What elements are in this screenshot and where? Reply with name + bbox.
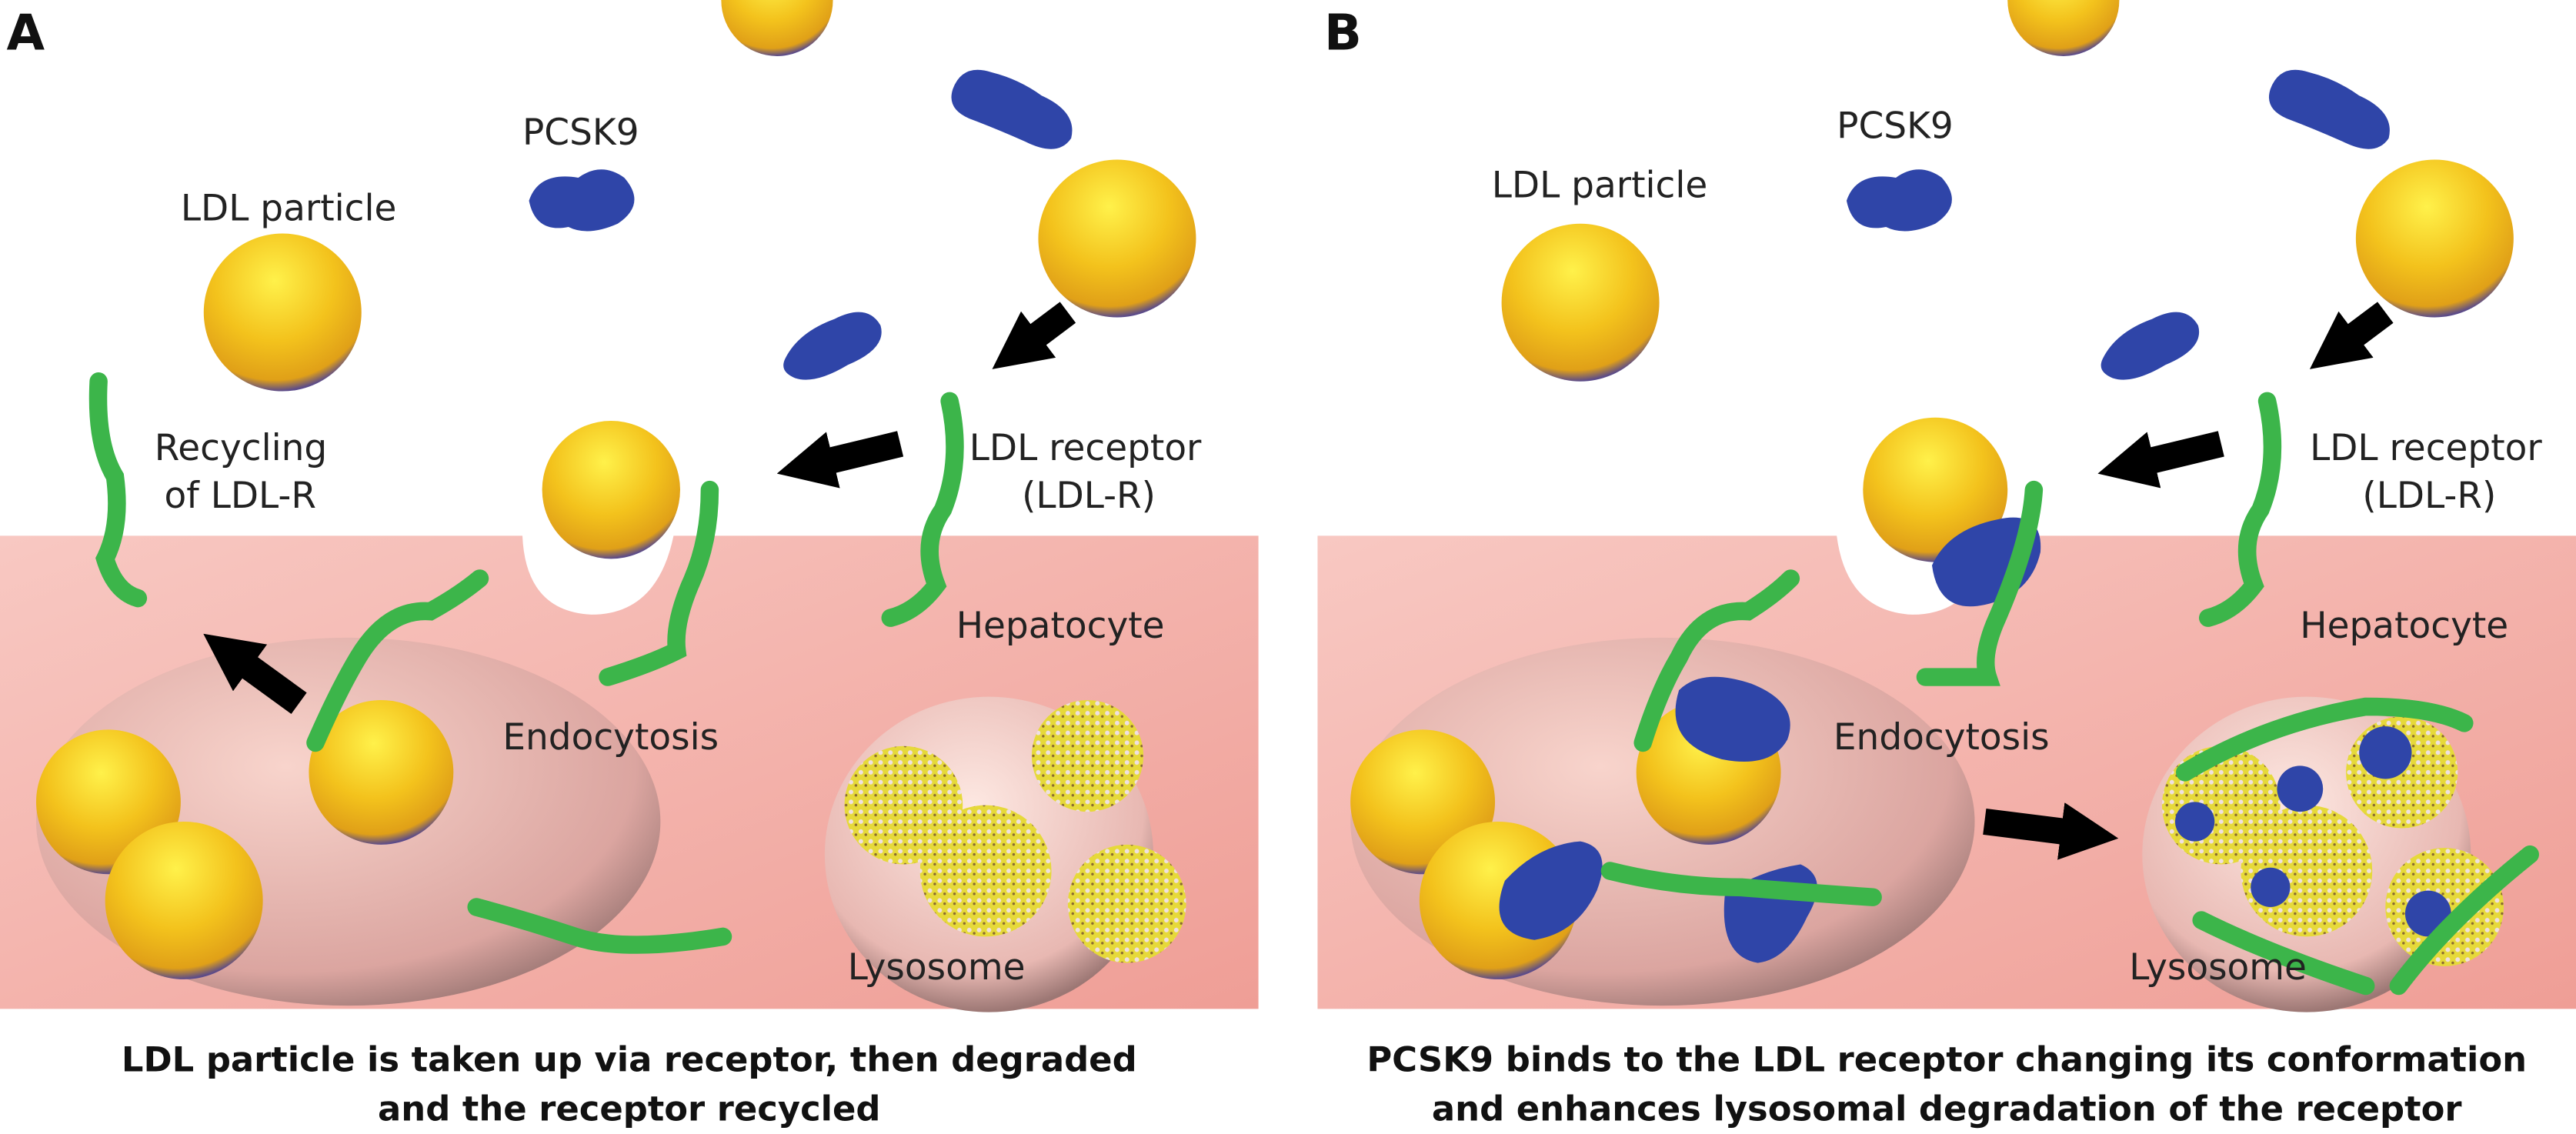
pcsk9-protein — [1499, 841, 1603, 940]
ldl-particle — [203, 233, 362, 392]
label-ldl-receptor: LDL receptor — [969, 427, 1202, 469]
arrows — [203, 302, 1076, 715]
label-recycling: Recycling — [155, 427, 328, 469]
ldl-receptor — [881, 392, 964, 627]
arrow — [776, 431, 904, 489]
arrow — [2309, 302, 2394, 369]
panel-letter: B — [1324, 5, 1362, 62]
ldl-particle — [2007, 0, 2120, 56]
ldl-receptor — [2176, 697, 2474, 782]
ldl-receptor — [599, 480, 719, 686]
pcsk9-protein — [2268, 69, 2390, 149]
ldl-particle — [542, 420, 680, 559]
ldl-receptors — [1600, 392, 2539, 996]
ldl-particle — [1501, 223, 1660, 382]
label-lysosome: Lysosome — [2129, 946, 2307, 989]
label-pcsk9: PCSK9 — [1837, 105, 1954, 148]
label-lysosome: Lysosome — [848, 946, 1026, 989]
arrows — [1983, 302, 2394, 860]
label-hepatocyte: Hepatocyte — [956, 605, 1165, 647]
label-ldl-particle: LDL particle — [1492, 165, 1708, 207]
ldl-receptor — [2198, 392, 2282, 627]
pcsk9-protein — [951, 69, 1073, 149]
ldl-particle — [2355, 159, 2514, 318]
degraded-ldl-particle — [1067, 844, 1186, 963]
pcsk9-protein — [1846, 169, 1952, 232]
label-hepatocyte: Hepatocyte — [2300, 605, 2508, 647]
label-recycling-2: of LDL-R — [165, 475, 316, 517]
ldl-receptor — [1600, 862, 1882, 906]
caption-line: and the receptor recycled — [378, 1089, 880, 1129]
label-endocytosis: Endocytosis — [1834, 716, 2050, 759]
label-ldl-receptor-abbr: (LDL-R) — [2362, 475, 2496, 517]
degraded-ldl-particle — [919, 805, 1052, 937]
ldl-receptor — [1633, 569, 1800, 752]
degraded-ldl-particle — [1031, 699, 1144, 812]
ldl-receptor — [467, 898, 732, 954]
arrow — [1983, 802, 2119, 860]
label-ldl-receptor: LDL receptor — [2310, 427, 2542, 469]
pcsk9-protein — [529, 169, 635, 232]
ldl-particle — [105, 821, 263, 979]
label-ldl-receptor-abbr: (LDL-R) — [1022, 475, 1156, 517]
arrow — [2097, 431, 2224, 489]
label-ldl-particle: LDL particle — [181, 187, 397, 229]
ldl-particle — [1863, 417, 2008, 562]
ldl-receptor — [2389, 845, 2539, 996]
arrow — [203, 633, 307, 715]
caption-line: PCSK9 binds to the LDL receptor changing… — [1366, 1039, 2527, 1080]
ldl-receptor — [306, 569, 489, 752]
caption-line: and enhances lysosomal degradation of th… — [1432, 1089, 2462, 1129]
panel-b: B — [1317, 0, 2576, 1129]
panel-letter: A — [7, 5, 45, 62]
panel-a: A — [0, 0, 1259, 1129]
pcsk9-protein — [2101, 312, 2200, 380]
pcsk9-protein — [1675, 676, 1790, 762]
arrow — [992, 302, 1076, 369]
label-endocytosis: Endocytosis — [502, 716, 719, 759]
ldl-particle — [1038, 159, 1196, 318]
ldl-particle — [309, 699, 454, 845]
ldl-receptor — [1916, 480, 2044, 686]
ldl-particle — [721, 0, 833, 56]
ldl-receptor — [88, 372, 148, 608]
ldl-receptors — [88, 372, 964, 954]
pcsk9-protein — [783, 312, 882, 380]
ldl-receptor — [2192, 911, 2375, 996]
label-pcsk9: PCSK9 — [522, 112, 639, 154]
caption-line: LDL particle is taken up via receptor, t… — [122, 1039, 1137, 1080]
